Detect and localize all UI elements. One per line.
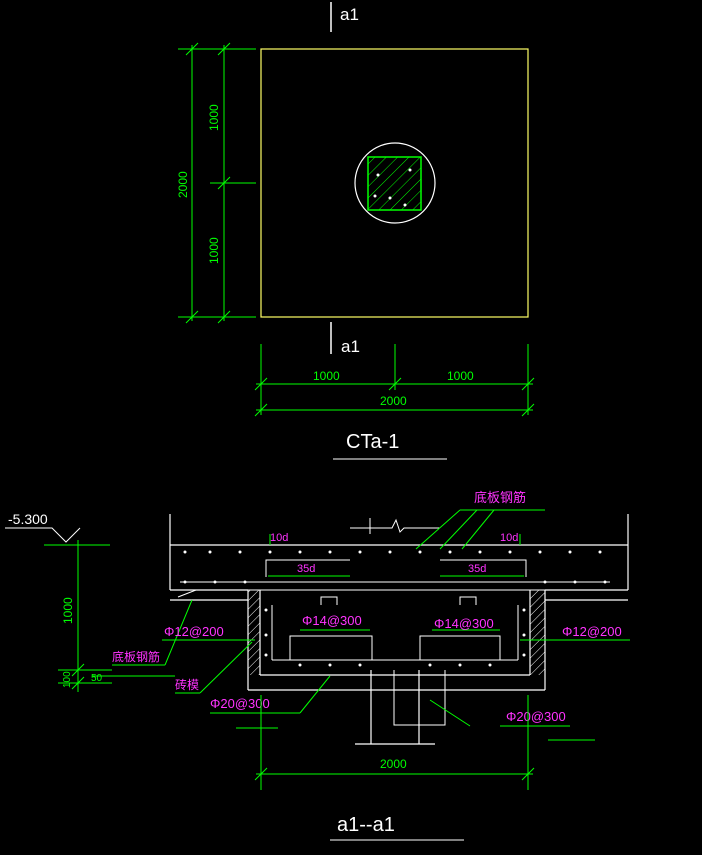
dim-50: 50 bbox=[91, 673, 103, 684]
dim-depth: 1000 bbox=[61, 597, 75, 624]
dim-left-total: 2000 bbox=[176, 171, 190, 198]
dim-left-lower: 1000 bbox=[207, 237, 221, 264]
label-35d-left: 35d bbox=[297, 563, 315, 575]
plan-bottom-dimensions bbox=[254, 344, 535, 417]
column-rebar-dots bbox=[373, 168, 412, 207]
dim-left-upper: 1000 bbox=[207, 104, 221, 131]
dim-section-width: 2000 bbox=[380, 757, 407, 771]
label-base-rebar-top: 底板钢筋 bbox=[474, 490, 526, 505]
dim-bottom-right: 1000 bbox=[447, 369, 474, 383]
rebar-bottom-right: Φ20@300 bbox=[506, 709, 566, 724]
section-mark-bottom-label: a1 bbox=[341, 337, 360, 356]
label-base-rebar-left: 底板钢筋 bbox=[112, 649, 160, 664]
section-view: -5.300 1000 100 50 bbox=[5, 490, 630, 841]
label-35d-right: 35d bbox=[468, 563, 486, 575]
rebar-lines bbox=[177, 518, 612, 726]
leader-lines bbox=[112, 509, 630, 741]
section-mark-top-label: a1 bbox=[340, 5, 359, 24]
plan-title: CTa-1 bbox=[346, 431, 399, 453]
plan-view: a1 a1 2000 1000 1000 bbox=[176, 2, 535, 460]
rebar-left-wall: Φ12@200 bbox=[164, 624, 224, 639]
brick-form-left bbox=[248, 590, 260, 675]
pile-cap-outline bbox=[260, 48, 529, 318]
rebar-dots bbox=[183, 550, 607, 667]
pile-outline bbox=[355, 670, 435, 745]
label-10d-right: 10d bbox=[500, 532, 518, 544]
section-title: a1--a1 bbox=[337, 814, 395, 836]
pile-circle bbox=[354, 142, 436, 224]
dim-bottom-total: 2000 bbox=[380, 394, 407, 408]
rebar-inner-left: Φ14@300 bbox=[302, 613, 362, 628]
label-brick-form: 砖模 bbox=[175, 677, 199, 692]
elevation-label: -5.300 bbox=[8, 511, 48, 527]
label-10d-left: 10d bbox=[270, 532, 288, 544]
brick-form-right bbox=[530, 590, 545, 675]
rebar-right-wall: Φ12@200 bbox=[562, 624, 622, 639]
section-depth-dimensions bbox=[58, 540, 175, 692]
elevation-symbol bbox=[5, 527, 81, 543]
column-section bbox=[367, 156, 422, 211]
rebar-inner-right: Φ14@300 bbox=[434, 616, 494, 631]
section-width-dimension bbox=[254, 695, 535, 790]
plan-left-dimensions bbox=[178, 42, 256, 324]
rebar-bottom-left: Φ20@300 bbox=[210, 696, 270, 711]
slab-outline bbox=[169, 514, 629, 691]
dim-bottom-left: 1000 bbox=[313, 369, 340, 383]
dim-100: 100 bbox=[62, 671, 73, 688]
